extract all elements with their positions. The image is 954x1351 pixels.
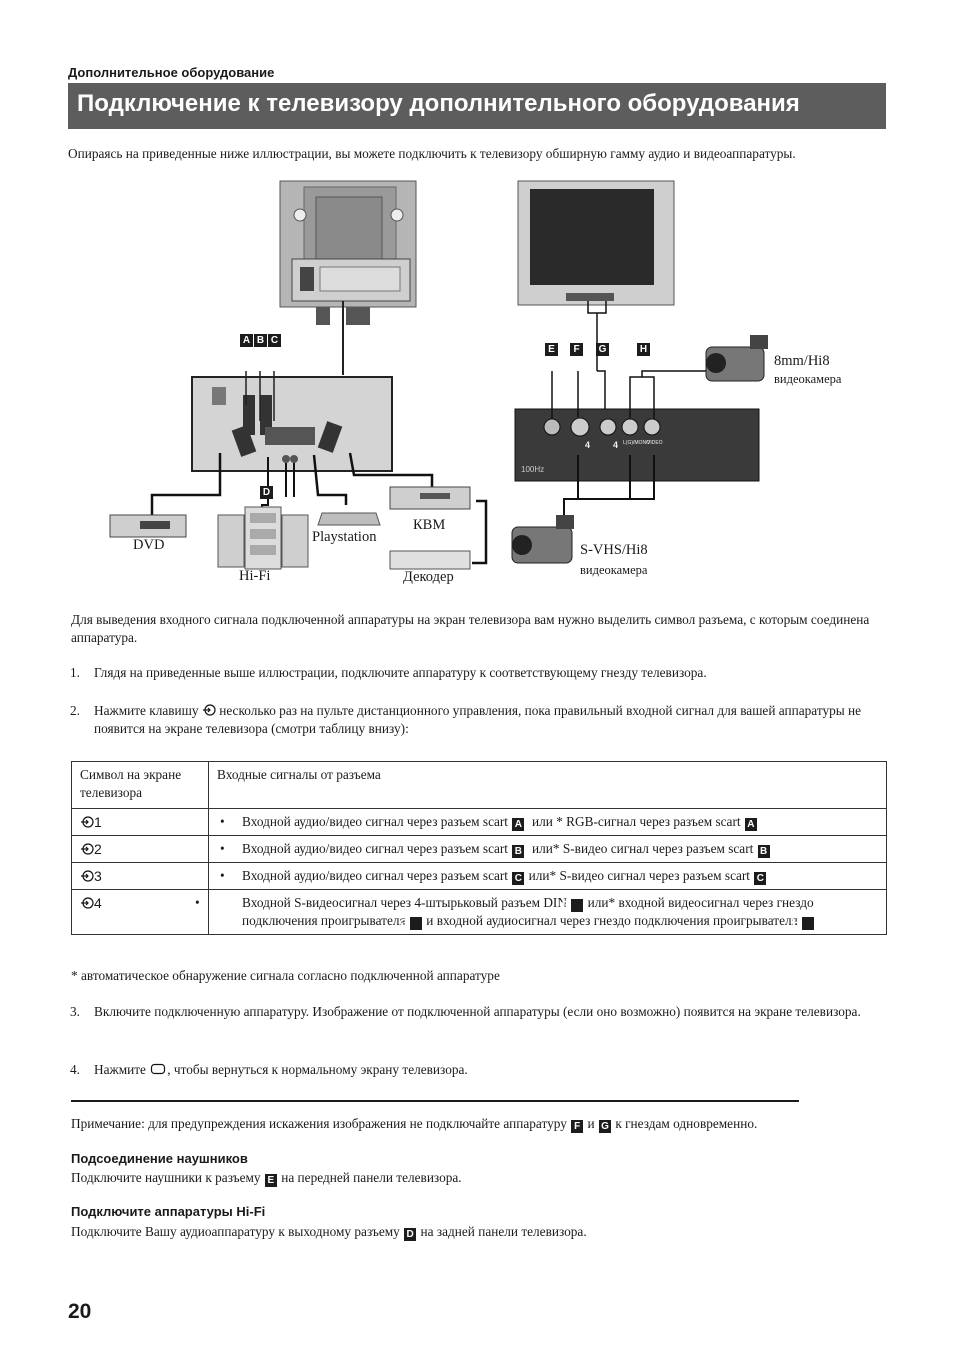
table-header-row: Символ на экране телевизора Входные сигн… xyxy=(71,761,887,809)
symbol-cell: 2 xyxy=(71,835,209,863)
key-marker: B xyxy=(512,845,525,858)
input-icon xyxy=(81,870,94,882)
label-playstation: Playstation xyxy=(312,529,377,545)
hifi-illustration xyxy=(217,506,309,570)
key-marker: B xyxy=(757,845,770,858)
headphones-text: Подключите наушники к разъему E на перед… xyxy=(71,1170,462,1187)
table-header-symbol: Символ на экране телевизора xyxy=(71,761,209,809)
symbol-cell: 4 xyxy=(71,889,209,935)
camcorder-bottom-illustration xyxy=(511,515,574,564)
key-marker-b: B xyxy=(254,334,267,347)
key-marker: A xyxy=(512,818,525,831)
label-cam1-type: видеокамера xyxy=(774,372,842,386)
label-port4b: 4 xyxy=(613,440,619,450)
footnote: * автоматическое обнаружение сигнала сог… xyxy=(71,968,500,983)
label-port4a: 4 xyxy=(585,440,591,450)
step-text: Нажмите клавишу несколько раз на пульте … xyxy=(94,703,862,736)
vcr-illustration xyxy=(389,486,471,510)
hifi-heading: Подключите аппаратуры Hi-Fi xyxy=(71,1204,266,1219)
connection-diagram: A B C D E F G H DVD Hi-Fi Playstation КВ… xyxy=(100,175,880,595)
input-signal-table: Символ на экране телевизора Входные сигн… xyxy=(71,761,887,935)
signal-cell: •Входной аудио/видео сигнал через разъем… xyxy=(208,808,887,836)
symbol-cell: 3 xyxy=(71,862,209,890)
key-marker: F xyxy=(571,1120,584,1133)
key-marker: F xyxy=(562,899,584,912)
tv-rear-illustration xyxy=(279,180,417,375)
key-marker: G xyxy=(598,1120,611,1133)
step-3: 3. Включите подключенную аппаратуру. Изо… xyxy=(70,1003,886,1039)
signal-cell: •Входной S-видеосигнал через 4-штырьковы… xyxy=(195,889,887,935)
step-1: 1. Глядя на приведенные выше иллюстрации… xyxy=(70,664,886,682)
key-marker-g: G xyxy=(596,343,609,356)
decoder-illustration xyxy=(389,550,471,570)
table-row: 4 •Входной S-видеосигнал через 4-штырько… xyxy=(71,889,887,935)
page-title: Подключение к телевизору дополнительного… xyxy=(77,90,800,117)
table-row: 1 •Входной аудио/видео сигнал через разъ… xyxy=(71,808,887,836)
dvd-illustration xyxy=(109,514,187,538)
input-icon xyxy=(81,897,94,909)
label-dvd: DVD xyxy=(133,537,165,553)
hifi-text: Подключите Вашу аудиоаппаратуру к выходн… xyxy=(71,1224,587,1241)
table-header-signals: Входные сигналы от разъема xyxy=(208,761,887,809)
symbol-cell: 1 xyxy=(71,808,209,836)
step-number: 2. xyxy=(70,703,80,718)
label-cam1-model: 8mm/Hi8 xyxy=(774,353,830,369)
key-marker-e: E xyxy=(545,343,558,356)
label-hifi: Hi-Fi xyxy=(239,568,271,584)
input-select-icon xyxy=(202,704,216,716)
label-ports-video: VIDEO xyxy=(647,440,663,446)
input-icon xyxy=(81,816,94,828)
divider xyxy=(71,1100,799,1102)
label-vcr: КВМ xyxy=(413,517,446,533)
key-marker: E xyxy=(264,1174,277,1187)
rear-panel-illustration xyxy=(150,371,488,565)
key-marker-a: A xyxy=(240,334,253,347)
label-decoder: Декодер xyxy=(403,569,454,585)
key-marker: C xyxy=(754,872,767,885)
step-2: 2. Нажмите клавишу несколько раз на пуль… xyxy=(70,702,886,738)
step-number: 3. xyxy=(70,1004,80,1019)
headphones-heading: Подсоединение наушников xyxy=(71,1151,248,1166)
key-marker-f: F xyxy=(570,343,583,356)
front-panel-illustration xyxy=(514,370,760,515)
key-marker-h: H xyxy=(637,343,650,356)
table-row: 3 •Входной аудио/видео сигнал через разъ… xyxy=(71,862,887,890)
label-panel-hz: 100Hz xyxy=(521,465,545,474)
intro-text: Опираясь на приведенные ниже иллюстрации… xyxy=(68,146,796,161)
label-cam2-model: S-VHS/Hi8 xyxy=(580,542,648,558)
playstation-illustration xyxy=(317,512,381,526)
select-instructions: Для выведения входного сигнала подключен… xyxy=(71,612,870,645)
tv-front-illustration xyxy=(517,180,675,409)
key-marker: H xyxy=(792,917,815,930)
step-text: Нажмите , чтобы вернуться к нормальному … xyxy=(94,1062,468,1077)
key-marker-d: D xyxy=(260,486,273,499)
label-cam2-type: видеокамера xyxy=(580,563,648,577)
step-number: 4. xyxy=(70,1062,80,1077)
step-number: 1. xyxy=(70,665,80,680)
note: Примечание: для предупреждения искажения… xyxy=(71,1116,758,1133)
label-ports-small: L(G)/MONO xyxy=(623,440,650,446)
key-marker: C xyxy=(512,872,525,885)
tv-button-icon xyxy=(151,1063,166,1075)
step-4: 4. Нажмите , чтобы вернуться к нормально… xyxy=(70,1061,886,1079)
camcorder-top-illustration xyxy=(705,335,768,382)
step-text: Включите подключенную аппаратуру. Изобра… xyxy=(94,1004,861,1019)
diagram-graphics xyxy=(109,180,768,570)
key-marker: A xyxy=(744,818,757,831)
input-icon xyxy=(81,843,94,855)
key-marker: G xyxy=(400,917,422,930)
signal-cell: •Входной аудио/видео сигнал через разъем… xyxy=(208,862,887,890)
step-text: Глядя на приведенные выше иллюстрации, п… xyxy=(94,665,707,680)
page-title-bar: Подключение к телевизору дополнительного… xyxy=(68,83,886,129)
page-number: 20 xyxy=(68,1300,92,1323)
section-heading: Дополнительное оборудование xyxy=(68,65,275,80)
signal-cell: •Входной аудио/видео сигнал через разъем… xyxy=(208,835,887,863)
key-marker-c: C xyxy=(268,334,281,347)
table-row: 2 •Входной аудио/видео сигнал через разъ… xyxy=(71,835,887,863)
key-marker: D xyxy=(404,1228,417,1241)
